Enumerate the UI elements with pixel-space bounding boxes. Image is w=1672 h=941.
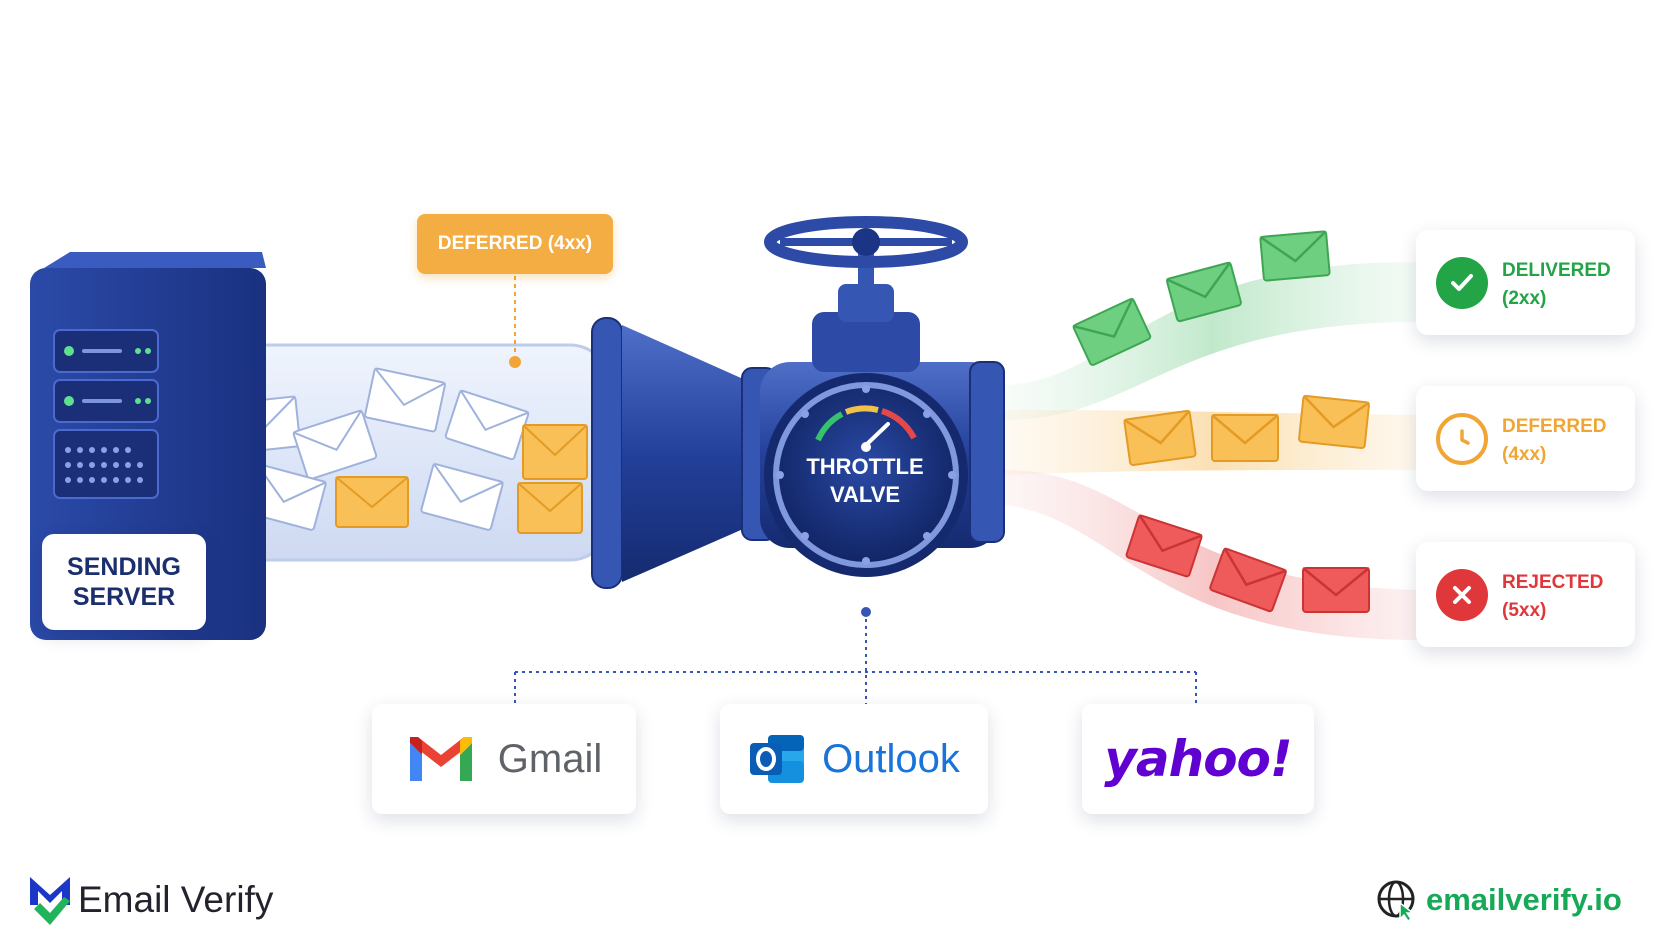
website-link[interactable]: emailverify.io	[1426, 882, 1622, 917]
gmail-card: Gmail	[372, 704, 636, 814]
queued-envelope	[522, 424, 588, 480]
queued-envelope	[364, 367, 446, 433]
deferred-card: DEFERRED (4xx)	[1416, 386, 1635, 491]
close-icon	[1436, 569, 1488, 621]
clock-icon	[1436, 413, 1488, 465]
website[interactable]: emailverify.io	[1376, 875, 1622, 925]
deferred-code: (4xx)	[1502, 444, 1547, 465]
rejected-code: (5xx)	[1502, 600, 1547, 621]
reducer-funnel	[622, 325, 750, 582]
queued-envelope	[335, 476, 409, 528]
deferred-envelope	[1298, 394, 1370, 450]
yahoo-logo: yahoo!	[1104, 730, 1292, 788]
rejected-text: REJECTED (5xx)	[1502, 569, 1603, 625]
rejected-title: REJECTED	[1502, 572, 1604, 593]
queued-envelope	[420, 462, 504, 531]
delivered-envelope	[1072, 297, 1152, 366]
rejected-card: REJECTED (5xx)	[1416, 542, 1635, 647]
check-icon	[1436, 257, 1488, 309]
queued-envelope	[517, 482, 583, 534]
server-label-line1: SENDING	[67, 553, 181, 581]
yahoo-card: yahoo!	[1082, 704, 1314, 814]
delivered-card: DELIVERED (2xx)	[1416, 230, 1635, 335]
throttle-valve-label: THROTTLE VALVE	[790, 453, 940, 509]
handwheel	[764, 216, 968, 268]
delivered-code: (2xx)	[1502, 288, 1547, 309]
sending-server-label: SENDING SERVER	[42, 534, 206, 630]
outlook-logo	[750, 735, 805, 783]
deferred-text: DEFERRED (4xx)	[1502, 413, 1607, 469]
outlook-card: Outlook	[720, 704, 988, 814]
valve-label-line2: VALVE	[829, 482, 901, 507]
gauge-needle	[864, 422, 890, 447]
brand-mark-icon	[30, 877, 70, 925]
brand-name: Email Verify	[78, 879, 274, 920]
rejected-envelope	[1125, 514, 1203, 578]
delivered-envelope	[1259, 230, 1331, 282]
deferred-queue-tag: DEFERRED (4xx)	[417, 214, 613, 274]
brand-logo: Email Verify	[26, 870, 273, 930]
deferred-title: DEFERRED	[1502, 416, 1607, 437]
delivered-title: DELIVERED	[1502, 260, 1611, 281]
deferred-envelope	[1123, 409, 1197, 466]
queued-envelope	[444, 389, 530, 461]
rejected-envelope	[1302, 567, 1370, 613]
delivered-text: DELIVERED (2xx)	[1502, 257, 1611, 313]
server-label-line2: SERVER	[72, 583, 176, 611]
deferred-envelope	[1211, 414, 1279, 462]
delivered-envelope	[1165, 261, 1242, 323]
valve-label-line1: THROTTLE	[806, 454, 924, 479]
rejected-envelope	[1209, 547, 1287, 613]
queued-envelope	[292, 409, 378, 481]
delivered-stream	[1005, 261, 1420, 420]
globe-icon	[1377, 880, 1416, 921]
gmail-label: Gmail	[497, 736, 603, 781]
rejected-stream	[1005, 470, 1420, 640]
outlook-label: Outlook	[822, 736, 960, 781]
gmail-logo	[409, 737, 472, 781]
